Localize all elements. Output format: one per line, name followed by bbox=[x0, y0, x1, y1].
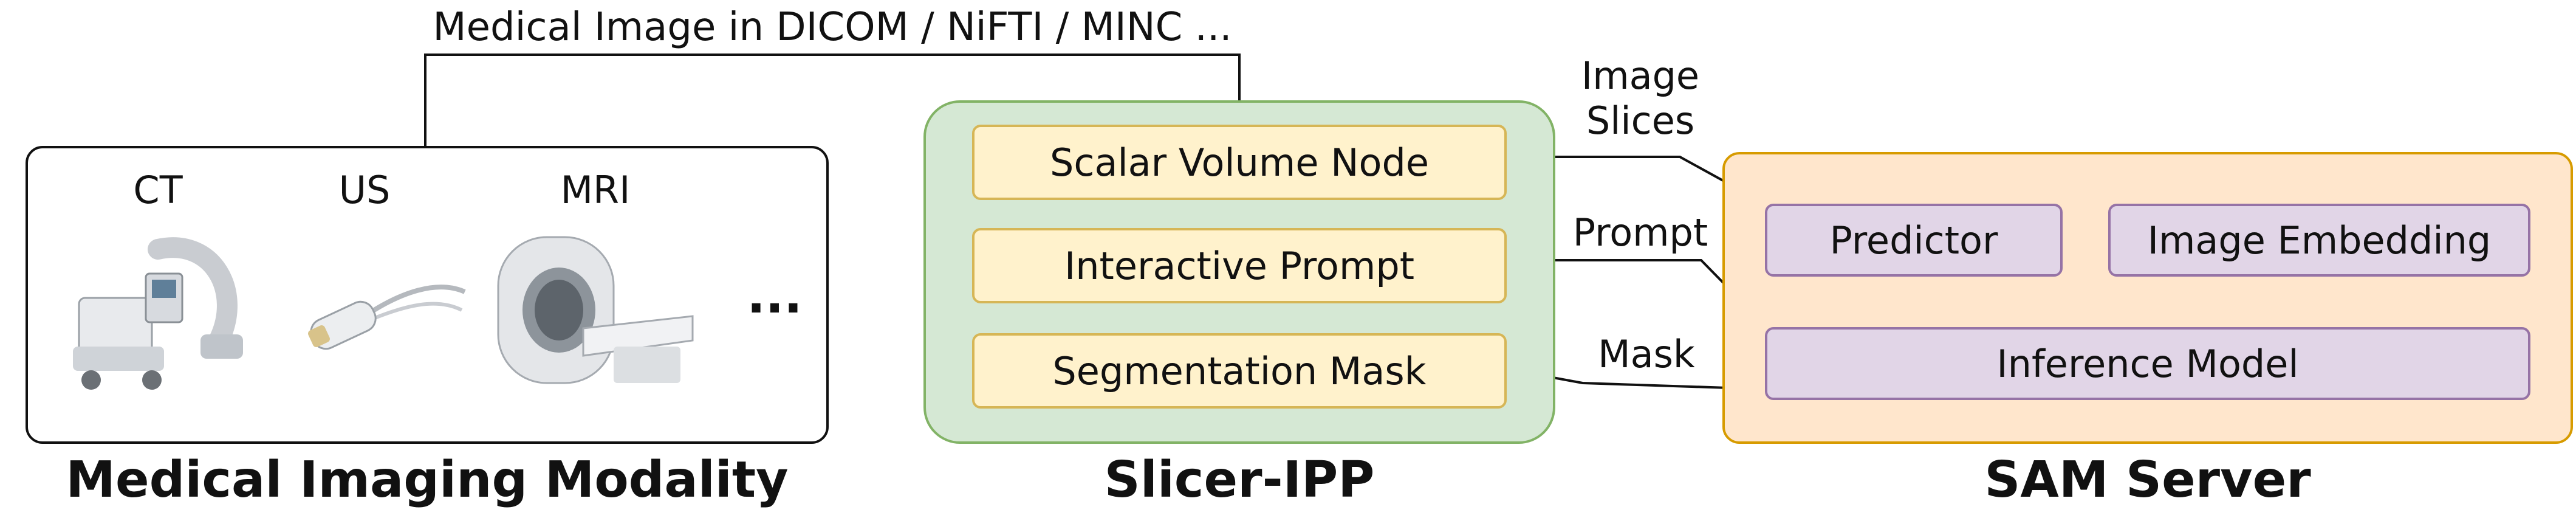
dicom-arrow bbox=[424, 54, 1241, 146]
segmentation-mask: Segmentation Mask bbox=[972, 333, 1507, 409]
inference-model-box: Inference Model bbox=[1765, 327, 2530, 400]
image-slices-label: Image Slices bbox=[1567, 54, 1713, 143]
modality-caption: Medical Imaging Modality bbox=[66, 451, 789, 509]
interactive-prompt: Interactive Prompt bbox=[972, 228, 1507, 303]
predictor-box: Predictor bbox=[1765, 204, 2063, 277]
dicom-label: Medical Image in DICOM / NiFTI / MINC ..… bbox=[433, 5, 1232, 50]
sam-caption: SAM Server bbox=[1984, 451, 2311, 509]
us-label: US bbox=[338, 168, 391, 212]
mri-scanner-icon bbox=[497, 236, 694, 384]
more-modalities-ellipsis: ... bbox=[747, 268, 803, 324]
image-slices-label-line2: Slices bbox=[1586, 98, 1695, 143]
mask-label: Mask bbox=[1598, 332, 1695, 376]
prompt-label: Prompt bbox=[1572, 210, 1708, 255]
mri-label: MRI bbox=[560, 168, 631, 212]
ct-label: CT bbox=[133, 168, 183, 212]
scalar-volume-node: Scalar Volume Node bbox=[972, 125, 1507, 200]
image-slices-label-line1: Image bbox=[1581, 54, 1700, 98]
ultrasound-probe-icon bbox=[308, 285, 466, 350]
sam-panel bbox=[1722, 152, 2573, 444]
slicer-caption: Slicer-IPP bbox=[1104, 451, 1375, 509]
image-embedding-box: Image Embedding bbox=[2108, 204, 2530, 277]
ct-scanner-icon bbox=[73, 237, 243, 390]
